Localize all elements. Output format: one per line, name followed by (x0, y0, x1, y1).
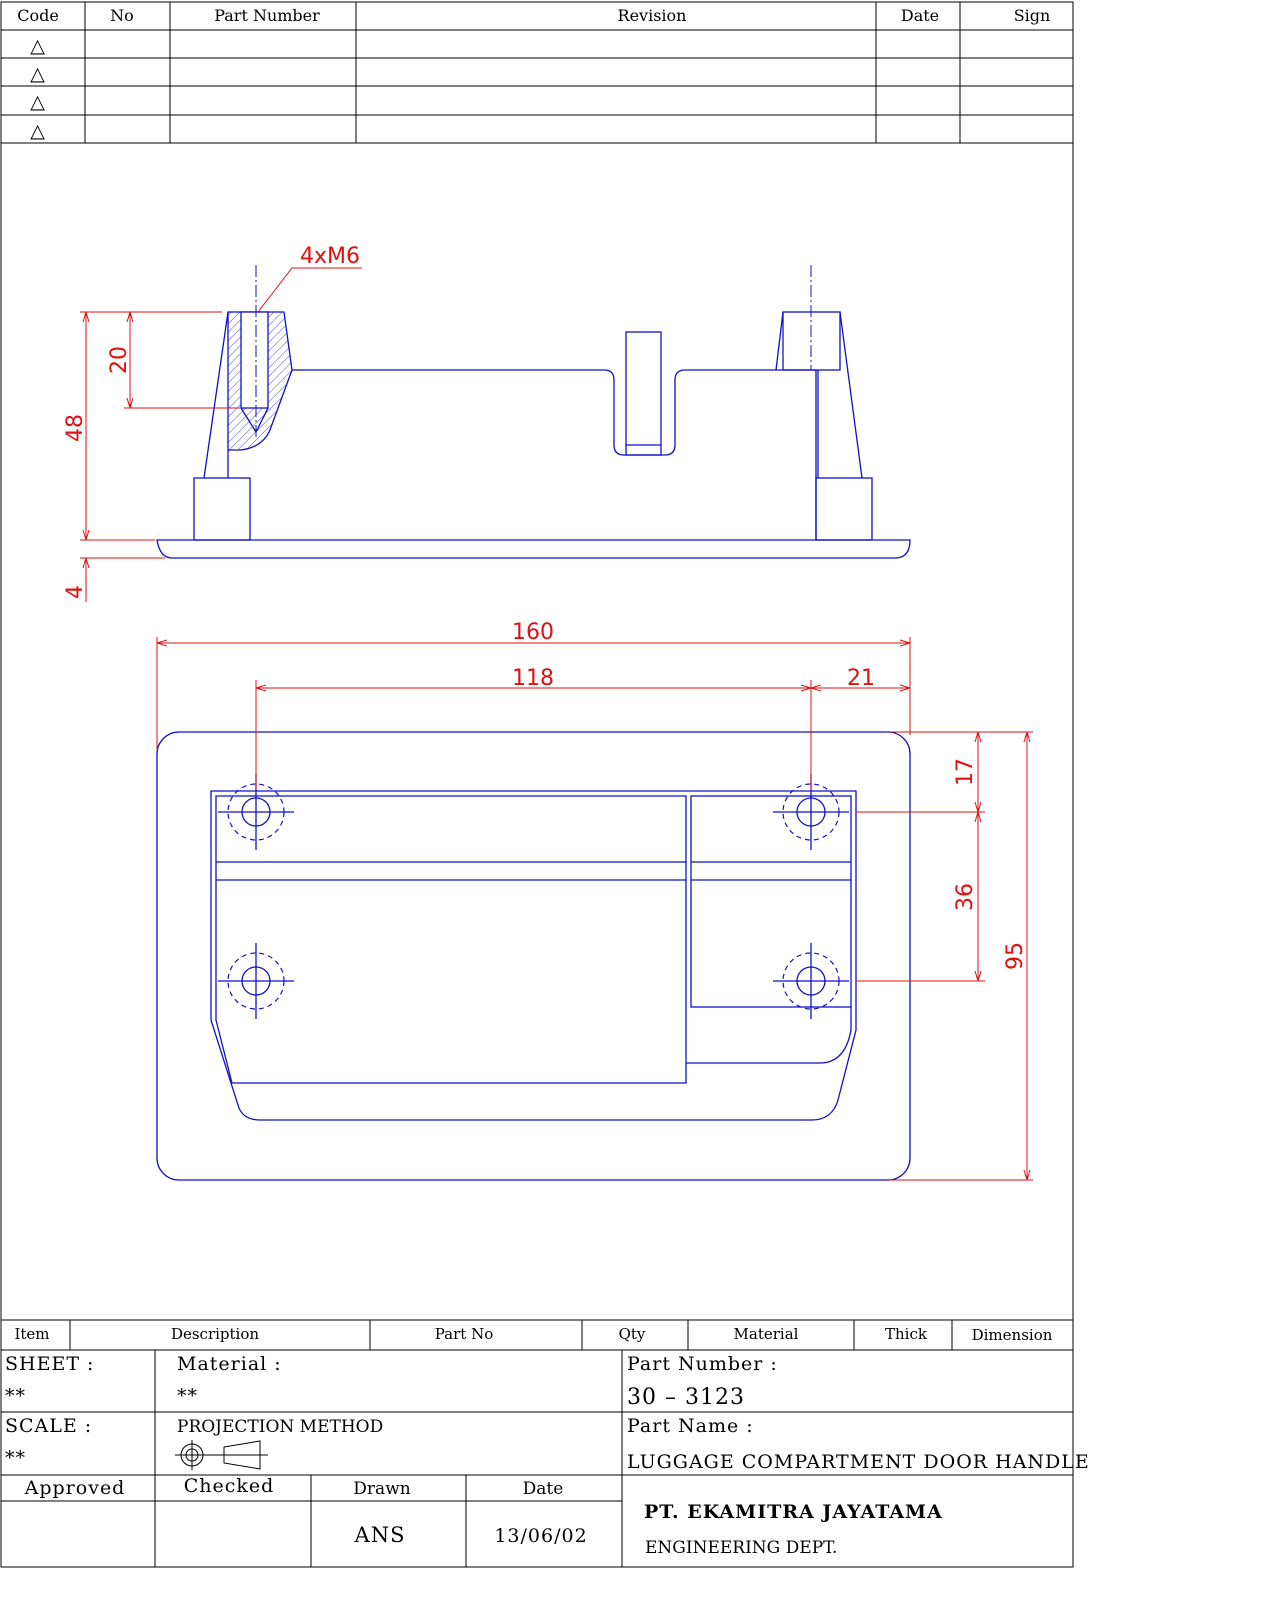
first-angle-projection-icon (175, 1440, 268, 1470)
header-material: Material (734, 1325, 799, 1343)
front-view: 48 20 4 4xM6 (63, 244, 911, 602)
header-no: No (110, 6, 134, 25)
header-code: Code (17, 6, 59, 25)
mounting-hole (773, 943, 849, 1019)
dim-plate-thickness: 4 (63, 585, 88, 599)
dim-edge-offset-x: 21 (847, 666, 875, 691)
revision-code-triangle-icon: △ (30, 63, 46, 85)
mounting-hole (218, 774, 294, 850)
date-label: Date (523, 1479, 564, 1499)
projection-method-label: PROJECTION METHOD (177, 1417, 383, 1437)
revision-table: Code No Part Number Revision Date Sign △… (1, 2, 1073, 144)
header-date: Date (901, 6, 939, 25)
header-part-no: Part No (435, 1325, 493, 1343)
drawn-label: Drawn (353, 1479, 410, 1499)
dim-edge-offset-y: 17 (953, 758, 978, 786)
mounting-hole (218, 943, 294, 1019)
dim-overall-width: 160 (512, 620, 554, 645)
dim-hole-spacing-y: 36 (953, 883, 978, 911)
dim-overall-height: 48 (63, 414, 88, 442)
plan-view: 160 118 21 17 36 95 (156, 620, 1033, 1181)
parts-list-header: Item Description Part No Qty Material Th… (1, 1319, 1073, 1351)
title-block: SHEET : ** Material : ** Part Number : 3… (1, 1350, 1090, 1567)
part-name-label: Part Name : (627, 1415, 754, 1437)
header-part-number: Part Number (214, 6, 320, 25)
thread-callout: 4xM6 (300, 244, 360, 269)
header-item: Item (14, 1325, 49, 1343)
material-label: Material : (177, 1353, 282, 1375)
dim-hole-spacing-x: 118 (512, 666, 554, 691)
header-sign: Sign (1014, 6, 1051, 25)
part-name-value: LUGGAGE COMPARTMENT DOOR HANDLE (627, 1451, 1090, 1473)
sheet-label: SHEET : (5, 1353, 94, 1375)
sheet-value: ** (5, 1385, 26, 1407)
scale-value: ** (5, 1447, 26, 1469)
approved-label: Approved (24, 1477, 126, 1499)
header-revision: Revision (618, 6, 687, 25)
drawn-by-value: ANS (354, 1523, 406, 1547)
date-value: 13/06/02 (494, 1525, 587, 1547)
header-qty: Qty (619, 1325, 646, 1343)
header-description: Description (171, 1325, 259, 1343)
material-value: ** (177, 1385, 198, 1407)
scale-label: SCALE : (5, 1415, 92, 1437)
department-name: ENGINEERING DEPT. (645, 1538, 837, 1558)
revision-code-triangle-icon: △ (30, 91, 46, 113)
sheet-border (0, 1, 1074, 1568)
part-number-value: 30 – 3123 (627, 1385, 745, 1410)
part-number-label: Part Number : (627, 1353, 778, 1375)
dim-thread-depth: 20 (107, 346, 132, 374)
checked-label: Checked (184, 1475, 275, 1497)
header-thick: Thick (885, 1325, 928, 1343)
header-dimension: Dimension (972, 1326, 1053, 1344)
revision-code-triangle-icon: △ (30, 35, 46, 57)
dim-overall-depth: 95 (1003, 942, 1028, 970)
company-name: PT. EKAMITRA JAYATAMA (644, 1501, 943, 1523)
revision-code-triangle-icon: △ (30, 120, 46, 142)
